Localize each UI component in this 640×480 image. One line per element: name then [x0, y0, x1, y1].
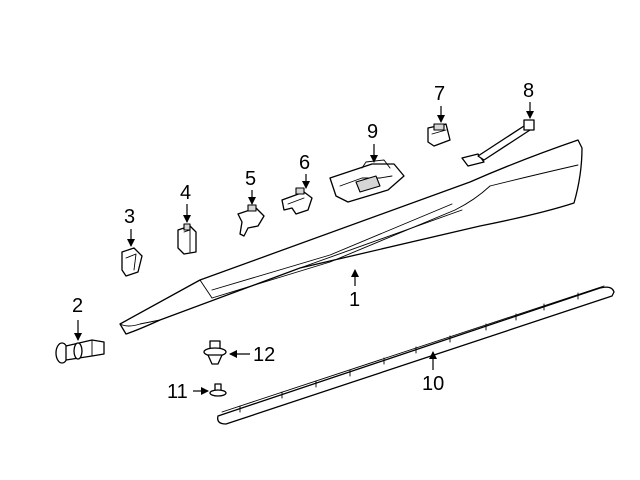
callout-1: 1 [349, 289, 360, 311]
callout-7: 7 [434, 83, 445, 105]
lower-trim-strip-part[interactable] [217, 285, 615, 425]
clip-part-3[interactable] [121, 247, 143, 277]
clip-part-7[interactable] [427, 123, 451, 147]
callout-2: 2 [72, 295, 83, 317]
stud-part-11[interactable] [209, 383, 227, 397]
callout-5: 5 [245, 168, 256, 190]
callout-labels: 1 2 3 4 5 6 7 8 9 10 11 12 [72, 80, 534, 403]
callout-9: 9 [367, 121, 378, 143]
callout-3: 3 [124, 206, 135, 228]
bracket-part-5[interactable] [237, 204, 265, 237]
callout-12: 12 [253, 344, 275, 366]
bracket-part-6[interactable] [281, 187, 313, 215]
leader-lines [74, 102, 534, 395]
push-pin-part[interactable] [55, 339, 105, 364]
jack-pad-cover-part[interactable] [329, 159, 405, 203]
callout-4: 4 [180, 182, 191, 204]
rocker-molding-part[interactable] [119, 139, 583, 335]
callout-6: 6 [299, 152, 310, 174]
callout-11: 11 [167, 381, 188, 403]
strap-part-8[interactable] [461, 119, 535, 167]
clip-part-4[interactable] [177, 223, 197, 255]
grommet-part-12[interactable] [203, 340, 227, 365]
callout-10: 10 [422, 373, 444, 395]
callout-8: 8 [523, 80, 534, 102]
